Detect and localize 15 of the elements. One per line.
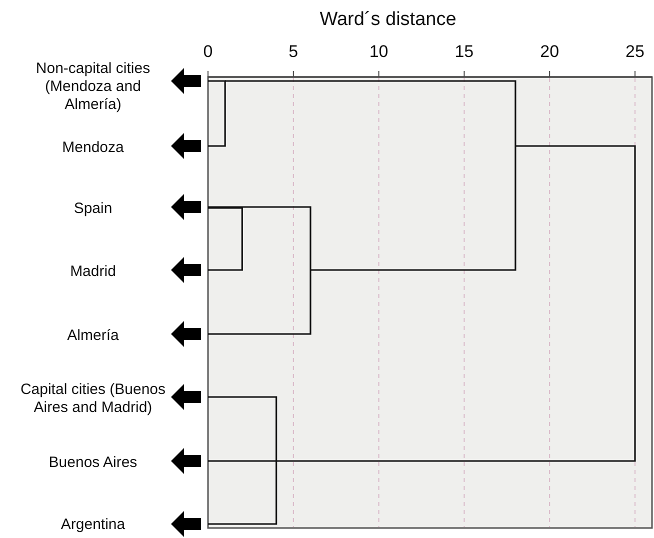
leaf-label: Argentina bbox=[60, 516, 126, 534]
axis-title: Ward´s distance bbox=[318, 9, 458, 31]
tick-label: 0 bbox=[202, 42, 214, 62]
leaf-label: Mendoza bbox=[61, 139, 125, 157]
tick-label: 15 bbox=[454, 42, 475, 62]
leaf-label: Buenos Aires bbox=[48, 454, 138, 472]
tick-label: 20 bbox=[539, 42, 560, 62]
tick-label: 5 bbox=[288, 42, 300, 62]
tick-label: 25 bbox=[624, 42, 646, 62]
tick-label: 10 bbox=[368, 42, 390, 62]
leaf-label: Almería bbox=[66, 327, 120, 345]
leaf-label: Madrid bbox=[69, 263, 117, 281]
leaf-label: Spain bbox=[72, 200, 114, 218]
leaf-label: Capital cities (Buenos Aires and Madrid) bbox=[19, 381, 167, 417]
leaf-label: Non-capital cities (Mendoza and Almería) bbox=[34, 60, 152, 114]
